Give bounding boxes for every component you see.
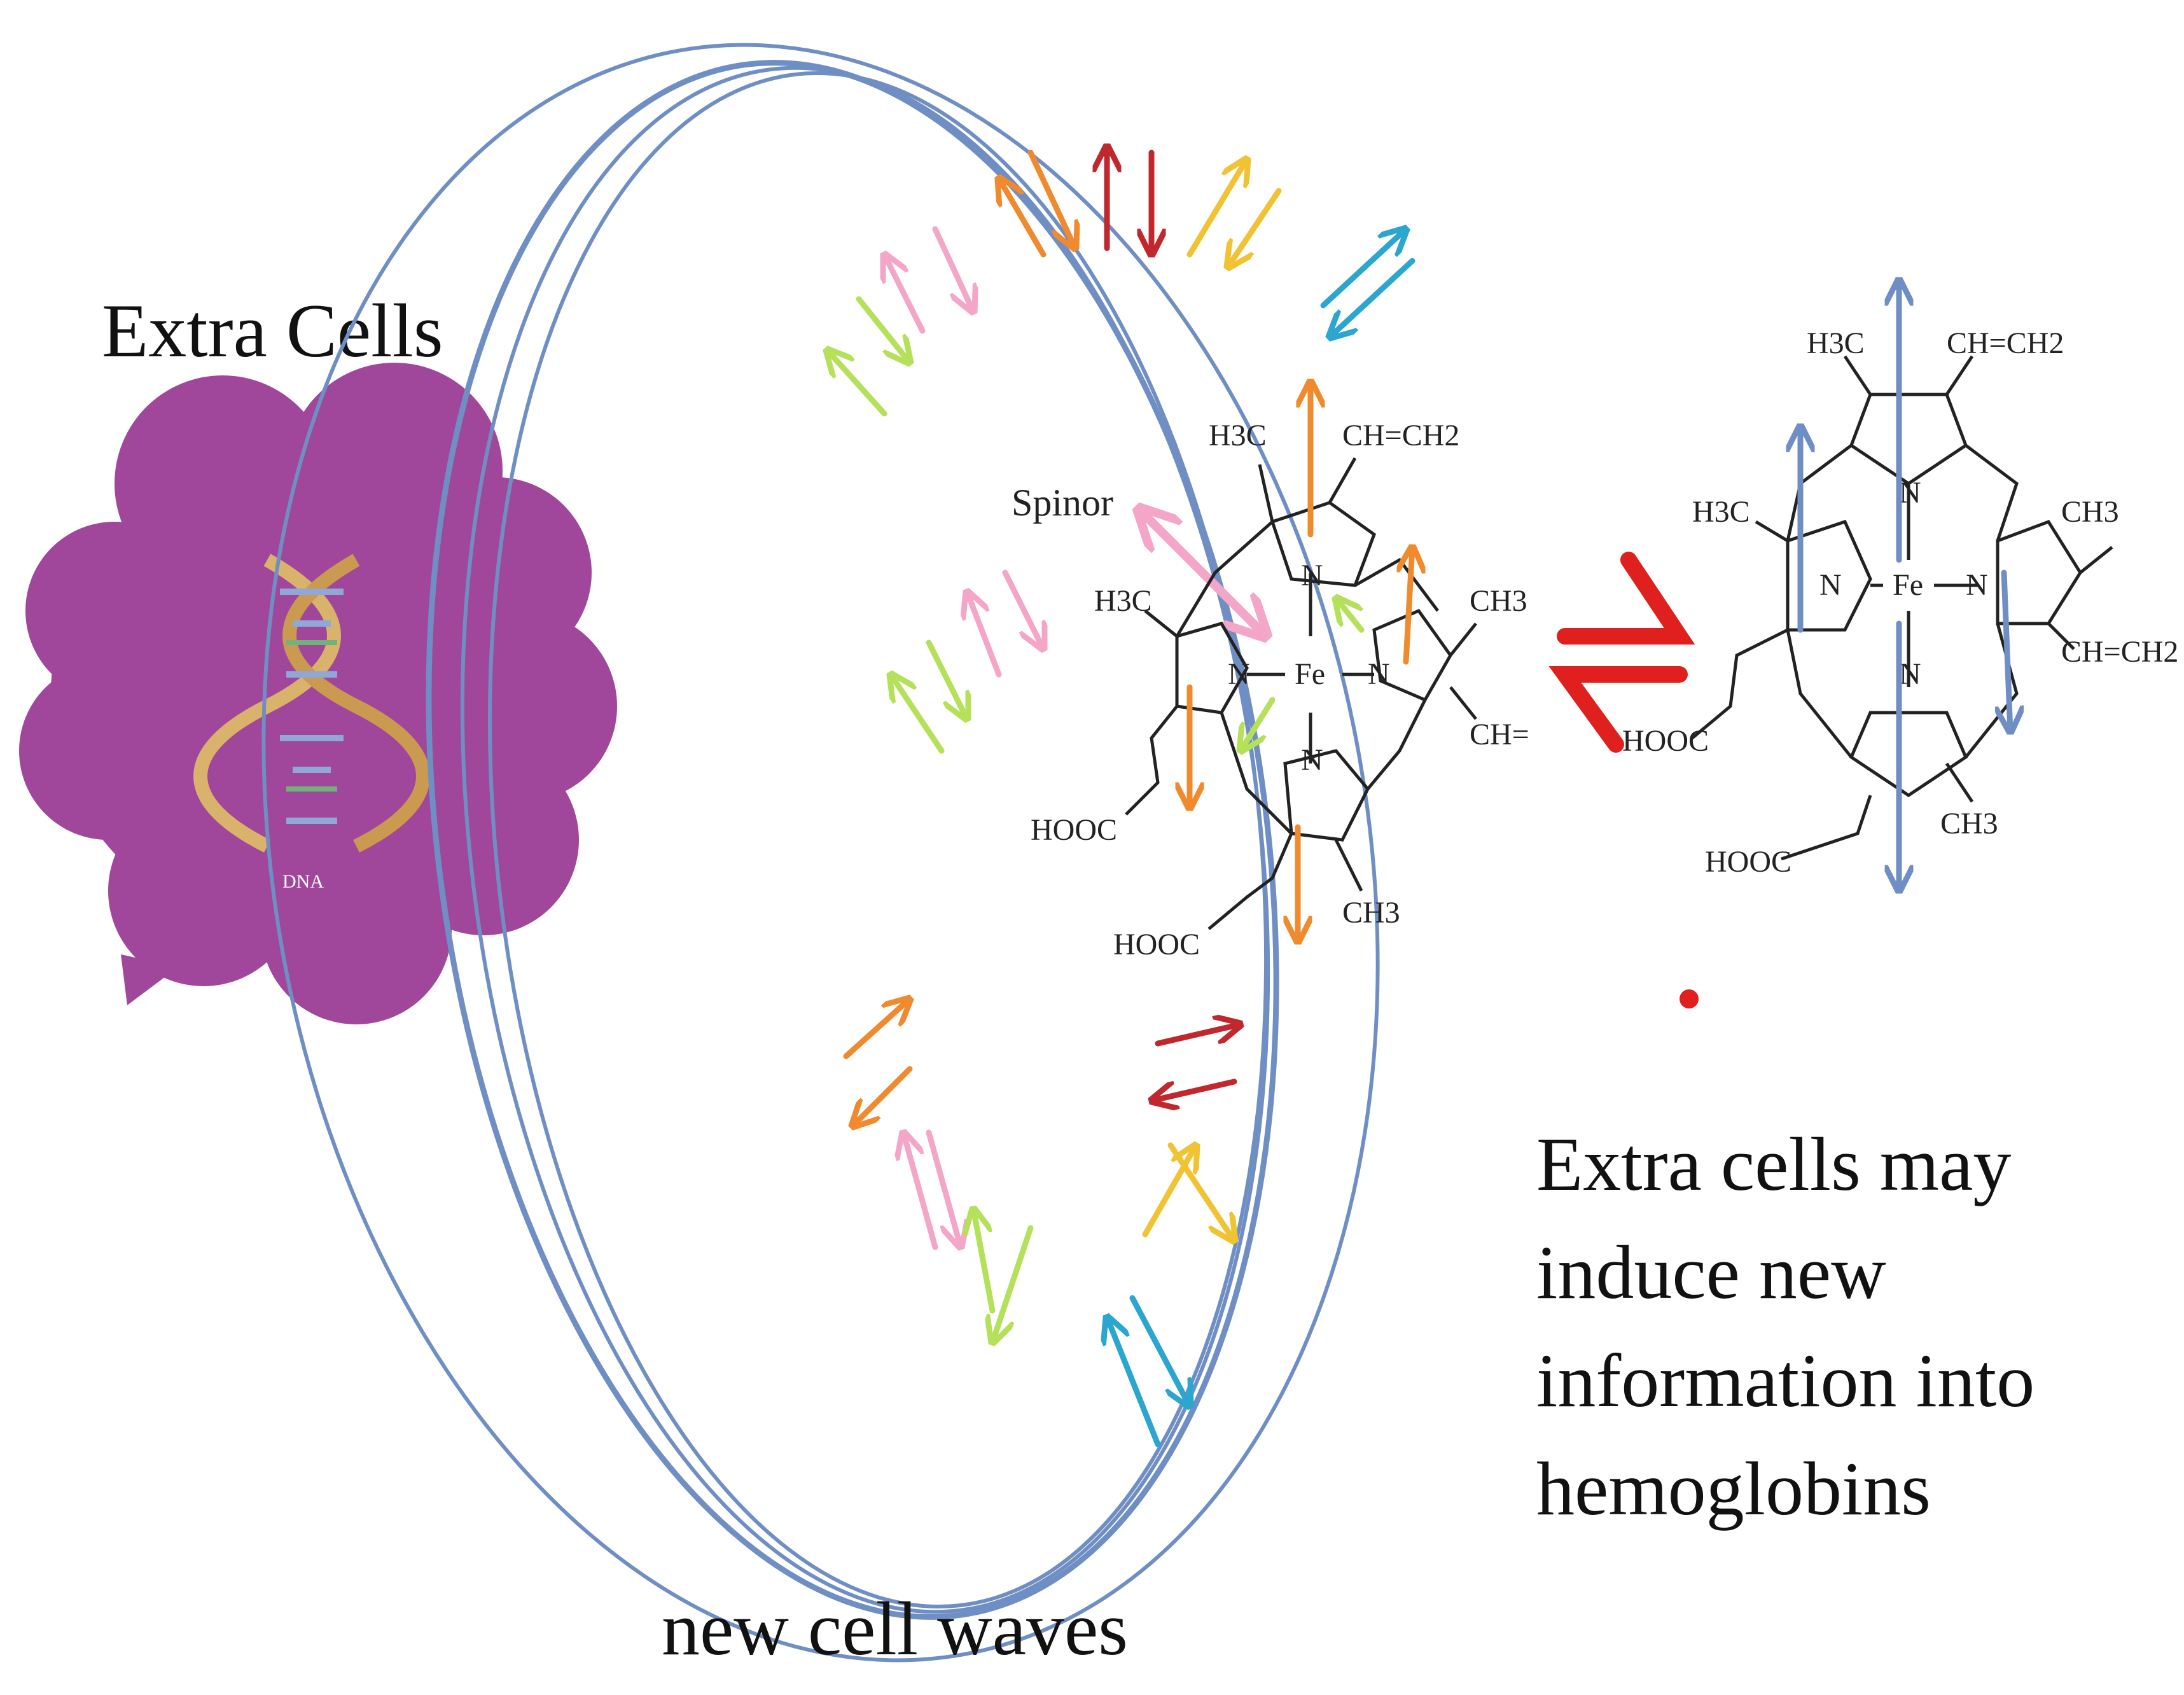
extra-cells-cloud bbox=[19, 363, 617, 1024]
wave-ring bbox=[426, 60, 1279, 1620]
dna-helix-icon bbox=[193, 554, 430, 853]
chem-label: CH=CH2 bbox=[1342, 419, 1459, 452]
chem-label: CH3 bbox=[1342, 896, 1400, 930]
spin-arrow-pair bbox=[973, 1209, 1034, 1343]
caption-line: Extra cells may bbox=[1536, 1122, 2011, 1206]
spin-arrows bbox=[827, 143, 1415, 1447]
chem-label: H3C bbox=[1094, 584, 1152, 618]
chem-label: N bbox=[1819, 568, 1842, 602]
chem-label: Fe bbox=[1893, 568, 1923, 602]
chem-label: CH=CH2 bbox=[2061, 635, 2178, 669]
chem-label: HOOC bbox=[1705, 845, 1791, 879]
spin-arrow-pair bbox=[1107, 143, 1151, 258]
spinor-label: Spinor bbox=[1012, 482, 1113, 524]
chem-label: CH3 bbox=[1470, 584, 1527, 618]
wave-ring bbox=[261, 43, 1380, 1663]
caption-line: induce new bbox=[1536, 1230, 1886, 1315]
chem-label: N bbox=[1228, 657, 1250, 691]
chem-label: H3C bbox=[1692, 495, 1750, 529]
chem-label: HOOC bbox=[1113, 928, 1200, 961]
chem-label: HOOC bbox=[1622, 724, 1709, 758]
heme-molecule-left: H3C CH=CH2 H3C CH3 CH= CH3 HOOC HOOC Fe … bbox=[1031, 379, 1529, 961]
chem-label: N bbox=[1301, 743, 1323, 777]
spin-arrow-pair bbox=[1107, 1295, 1190, 1447]
caption-line: hemoglobins bbox=[1536, 1446, 1931, 1531]
spin-arrow-pair bbox=[884, 226, 973, 334]
extra-cells-title: Extra Cells bbox=[102, 288, 443, 373]
caption-line: information into bbox=[1536, 1338, 2034, 1423]
spin-arrow-pair bbox=[1186, 159, 1282, 267]
chem-label: Fe bbox=[1295, 657, 1325, 691]
heme-molecule-right: H3C CH=CH2 H3C CH3 CH=CH2 CH3 HOOC HOOC … bbox=[1622, 277, 2178, 894]
chem-label: H3C bbox=[1209, 419, 1267, 452]
chem-label: N bbox=[1899, 657, 1921, 691]
chem-label: CH=CH2 bbox=[1947, 326, 2064, 360]
spin-arrow-pair bbox=[1320, 229, 1415, 337]
spin-arrow-pair bbox=[843, 999, 910, 1126]
chem-label: CH3 bbox=[1940, 807, 1998, 841]
spin-arrow-pair bbox=[891, 639, 967, 754]
new-cell-waves-label: new cell waves bbox=[662, 1586, 1128, 1671]
spin-arrow-pair bbox=[903, 1133, 961, 1247]
chem-label: N bbox=[1301, 559, 1323, 592]
chem-label: N bbox=[1899, 476, 1921, 510]
chem-label: N bbox=[1368, 657, 1390, 691]
spin-arrow-pair bbox=[999, 150, 1075, 258]
spin-arrow-pair bbox=[967, 569, 1043, 678]
chem-label: CH= bbox=[1470, 718, 1529, 751]
spin-arrow-pair bbox=[827, 296, 910, 417]
chem-label: CH3 bbox=[2061, 495, 2119, 529]
chem-label: H3C bbox=[1807, 326, 1865, 360]
spin-arrow-pair bbox=[1142, 1145, 1234, 1241]
chem-label: N bbox=[1966, 568, 1988, 602]
equilibrium-arrows-icon bbox=[1548, 552, 1695, 753]
dna-caption: DNA bbox=[282, 871, 324, 892]
spin-arrow-pair bbox=[1151, 1024, 1241, 1101]
spinor-arrow bbox=[1139, 509, 1266, 636]
red-dot bbox=[1680, 989, 1699, 1008]
conclusion-caption: Extra cells may induce new information i… bbox=[1536, 1122, 2034, 1531]
chem-label: HOOC bbox=[1031, 813, 1117, 847]
